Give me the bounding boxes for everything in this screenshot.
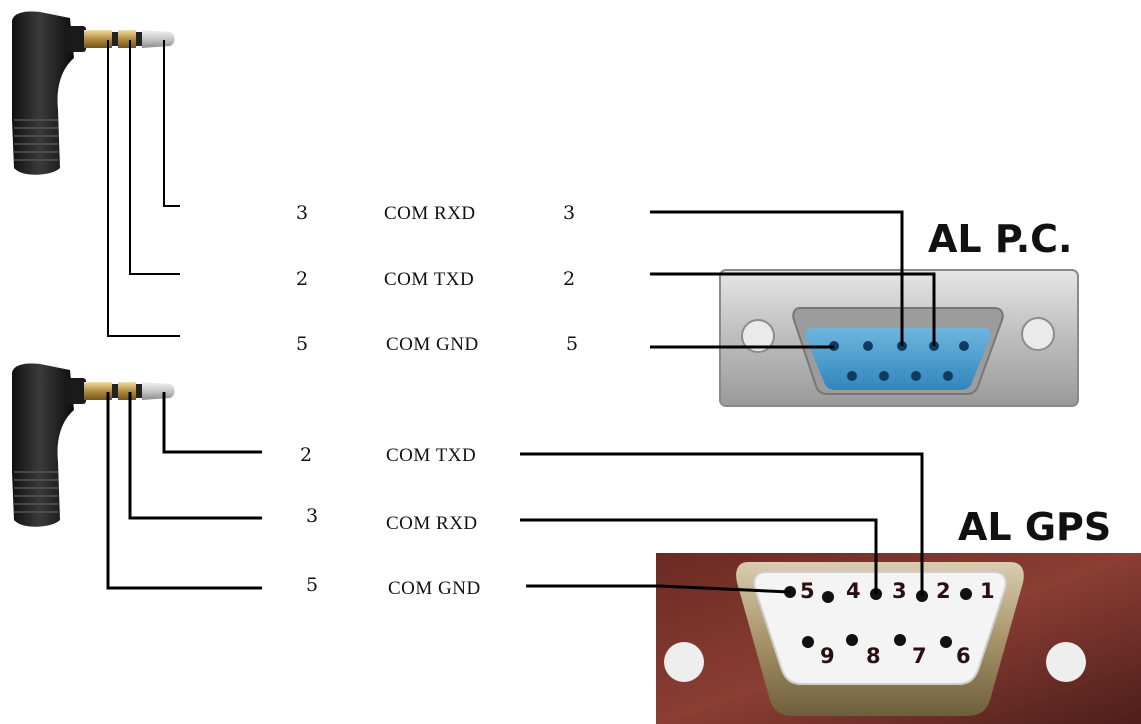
gps-db9-connector: 5 4 3 2 1 9 8 7 6 — [656, 553, 1141, 724]
gps-pin-4: 4 — [846, 579, 861, 603]
pc-connector-title: AL P.C. — [928, 217, 1073, 261]
upper-jack-pin-1: 3 — [296, 202, 308, 224]
gps-pin-6: 6 — [956, 644, 971, 668]
lower-pin-table: 2 COM TXD 3 COM RXD 5 COM GND — [300, 444, 481, 599]
upper-jack-pin-3: 5 — [296, 333, 308, 355]
upper-db9-pin-2: 2 — [563, 268, 575, 290]
upper-signal-1: COM RXD — [384, 203, 476, 224]
gps-pin-3: 3 — [892, 579, 907, 603]
gps-pin-5: 5 — [800, 579, 815, 603]
lower-jack-pin-3: 5 — [306, 574, 318, 596]
lower-signal-3: COM GND — [388, 578, 481, 599]
audio-jack-plug-upper — [12, 11, 175, 175]
upper-plug-leads — [107, 40, 180, 337]
upper-signal-2: COM TXD — [384, 269, 474, 290]
lower-plug-leads — [106, 392, 262, 590]
audio-jack-plug-lower — [12, 363, 175, 527]
upper-db9-wires — [650, 210, 936, 349]
upper-db9-pin-1: 3 — [563, 202, 575, 224]
lower-db9-wires — [520, 452, 924, 596]
gps-pin-7: 7 — [912, 644, 927, 668]
gps-pin-9: 9 — [820, 644, 835, 668]
upper-db9-pin-3: 5 — [566, 333, 578, 355]
lower-signal-1: COM TXD — [386, 445, 476, 466]
lower-jack-pin-2: 3 — [306, 505, 318, 527]
gps-pin-8: 8 — [866, 644, 881, 668]
gps-connector-title: AL GPS — [958, 505, 1111, 549]
lower-signal-2: COM RXD — [386, 513, 478, 534]
pc-db9-connector — [719, 269, 1079, 407]
upper-signal-3: COM GND — [386, 334, 479, 355]
lower-jack-pin-1: 2 — [300, 444, 312, 466]
gps-pin-1: 1 — [980, 579, 995, 603]
gps-pin-2: 2 — [936, 579, 951, 603]
upper-pin-table: 3 COM RXD 3 2 COM TXD 2 5 COM GND 5 — [296, 202, 578, 355]
upper-jack-pin-2: 2 — [296, 268, 308, 290]
